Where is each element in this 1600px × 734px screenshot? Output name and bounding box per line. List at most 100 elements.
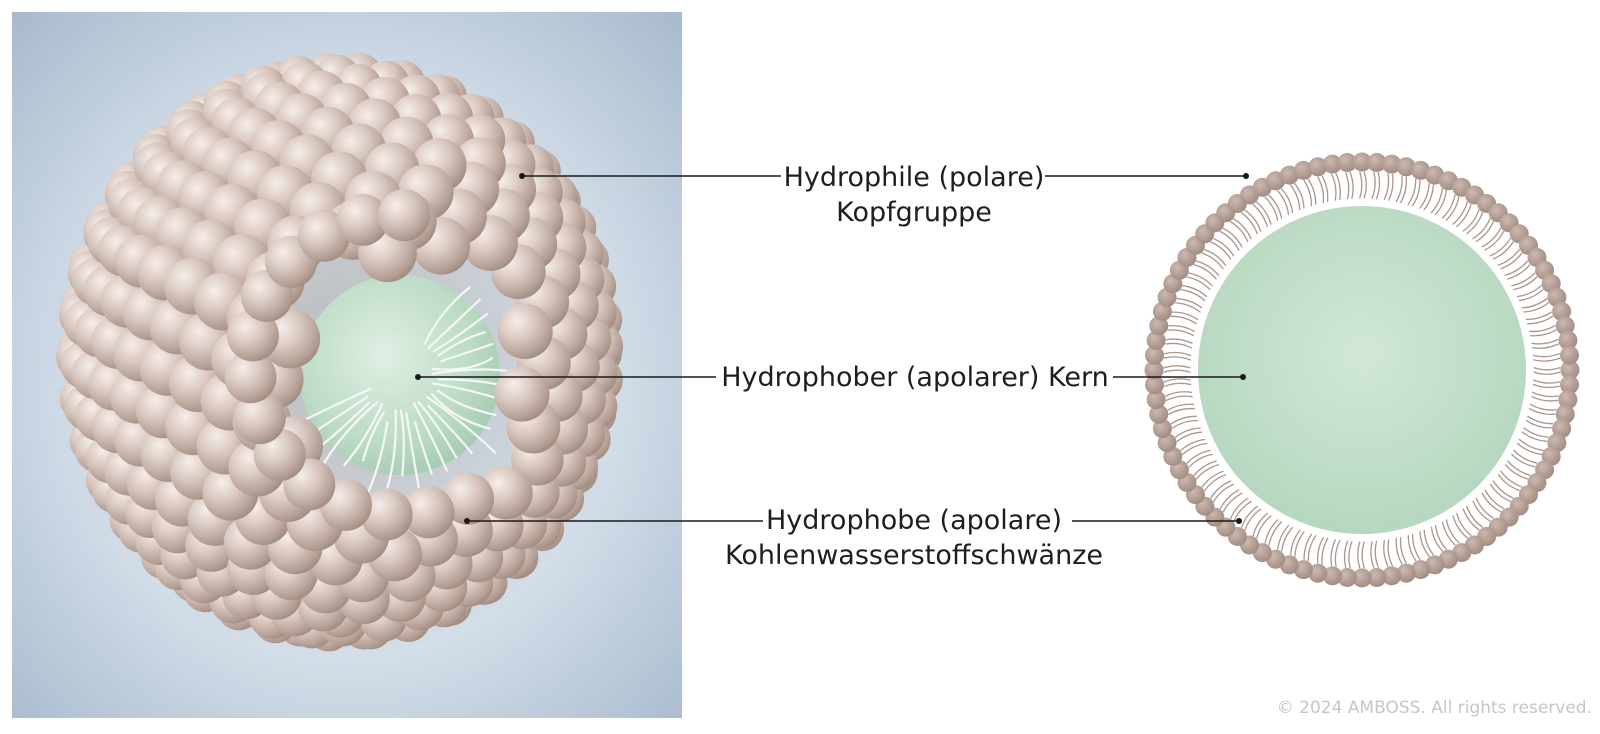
leader-lines	[418, 175, 1246, 522]
phospholipid-ring	[1144, 152, 1580, 588]
phospholipid-tail	[1175, 302, 1201, 313]
leader-dots	[415, 173, 1249, 524]
phospholipid-tail	[1525, 311, 1553, 321]
phospholipid-tail	[1525, 419, 1553, 429]
phospholipid-tail	[1500, 470, 1523, 488]
phospholipid-tail	[1281, 526, 1294, 552]
phospholipid-tail	[1168, 407, 1196, 415]
phospholipid-tail	[1388, 173, 1394, 201]
phospholipid-tail	[1434, 524, 1447, 550]
phospholipid	[1146, 330, 1193, 350]
phospholipid-tail	[1334, 539, 1341, 567]
phospholipid-tail	[1532, 353, 1560, 358]
phospholipid-head	[1145, 375, 1164, 395]
phospholipid-tail	[1195, 260, 1220, 276]
phospholipid	[1337, 153, 1357, 200]
phospholipid-head	[1149, 316, 1169, 336]
copyright-notice: © 2024 AMBOSS. All rights reserved.	[1276, 698, 1592, 718]
leader-dot	[1243, 173, 1249, 179]
phospholipid-tail	[1349, 171, 1354, 199]
phospholipid-tail	[1411, 179, 1421, 207]
phospholipid-tail	[1531, 391, 1559, 398]
phospholipid	[1367, 153, 1387, 200]
phospholipid-tail	[1497, 474, 1520, 492]
phospholipid-tail	[1167, 329, 1195, 337]
phospholipid	[1322, 154, 1342, 201]
phospholipid-tail	[1504, 464, 1529, 480]
phospholipid	[1152, 301, 1199, 325]
phospholipid-tail	[1277, 190, 1290, 216]
phospholipid-tail	[1182, 285, 1208, 298]
hydrocarbon-tail	[399, 409, 405, 477]
phospholipid-tail	[1210, 241, 1232, 260]
phospholipid-tail	[1481, 492, 1502, 513]
phospholipid-tail	[1462, 508, 1480, 531]
phospholipid-tail	[1240, 505, 1258, 528]
phospholipid-tail	[1316, 536, 1324, 564]
phospholipid-tail	[1180, 289, 1206, 302]
hydrocarbon-tail	[431, 368, 509, 375]
phospholipid-tail	[1527, 315, 1554, 325]
phospholipid-tail	[1523, 427, 1549, 438]
phospholipid-tail	[1500, 252, 1523, 270]
hydrocarbon-tail	[366, 420, 389, 494]
phospholipid	[1525, 301, 1572, 325]
phospholipid-tail	[1475, 221, 1494, 243]
phospholipid-tail	[1163, 365, 1191, 369]
phospholipid-tail	[1180, 438, 1206, 451]
phospholipid-tail	[1456, 203, 1472, 228]
phospholipid-head	[1146, 390, 1166, 410]
phospholipid-tail	[1481, 227, 1502, 248]
phospholipid-tail	[1303, 179, 1313, 207]
phospholipid	[1352, 152, 1372, 199]
phospholipid-tail	[1213, 483, 1235, 502]
phospholipid-tail	[1193, 460, 1217, 476]
phospholipid-tail	[1165, 338, 1193, 344]
phospholipid-tail	[1466, 212, 1484, 235]
leader-dot	[519, 173, 525, 179]
phospholipid-tail	[1163, 378, 1191, 383]
phospholipid	[1352, 541, 1372, 588]
phospholipid-head	[1146, 330, 1166, 350]
phospholipid-tail	[1168, 324, 1196, 332]
hydrocarbon-tail	[362, 411, 385, 462]
phospholipid-tail	[1163, 356, 1191, 361]
phospholipid-tail	[1529, 329, 1557, 337]
phospholipid-tail	[1516, 442, 1542, 455]
phospholipid-tail	[1528, 325, 1556, 333]
phospholipid	[1293, 160, 1317, 207]
phospholipid-tail	[1330, 173, 1337, 201]
phospholipid-tail	[1170, 315, 1197, 325]
phospholipid-tail	[1484, 230, 1505, 251]
phospholipid-head	[1558, 330, 1578, 350]
leader-dot	[1240, 374, 1246, 380]
phospholipid-tail	[1452, 201, 1468, 225]
phospholipid	[1149, 403, 1196, 424]
phospholipid-tail	[1171, 419, 1199, 429]
phospholipid-tail	[1419, 531, 1430, 557]
label-hydrophilic-head: Hydrophile (polare) Kopfgruppe	[780, 160, 1048, 230]
phospholipid-tail	[1182, 442, 1208, 455]
phospholipid-tail	[1472, 218, 1491, 240]
phospholipid-tail	[1400, 176, 1408, 204]
phospholipid-tail	[1165, 391, 1193, 397]
micelle-cross-section	[1144, 152, 1580, 588]
phospholipid-tail	[1475, 497, 1494, 519]
phospholipid-tail	[1230, 497, 1249, 519]
head-group-sphere	[497, 303, 553, 359]
phospholipid-head	[1337, 153, 1357, 172]
phospholipid-tail	[1204, 248, 1227, 266]
phospholipid-tail	[1531, 396, 1559, 402]
phospholipid-tail	[1201, 470, 1224, 488]
hydrocarbon-tail	[430, 392, 491, 430]
phospholipid	[1528, 403, 1575, 424]
phospholipid-tail	[1375, 172, 1381, 200]
phospholipid-tail	[1188, 453, 1213, 468]
phospholipid-head	[1555, 316, 1575, 336]
phospholipid-head	[1558, 390, 1578, 410]
phospholipid	[1532, 345, 1579, 365]
phospholipid-tail	[1527, 415, 1554, 425]
phospholipid	[1528, 316, 1575, 337]
hydrocarbon-tail	[413, 420, 433, 475]
phospholipid	[1531, 330, 1578, 350]
